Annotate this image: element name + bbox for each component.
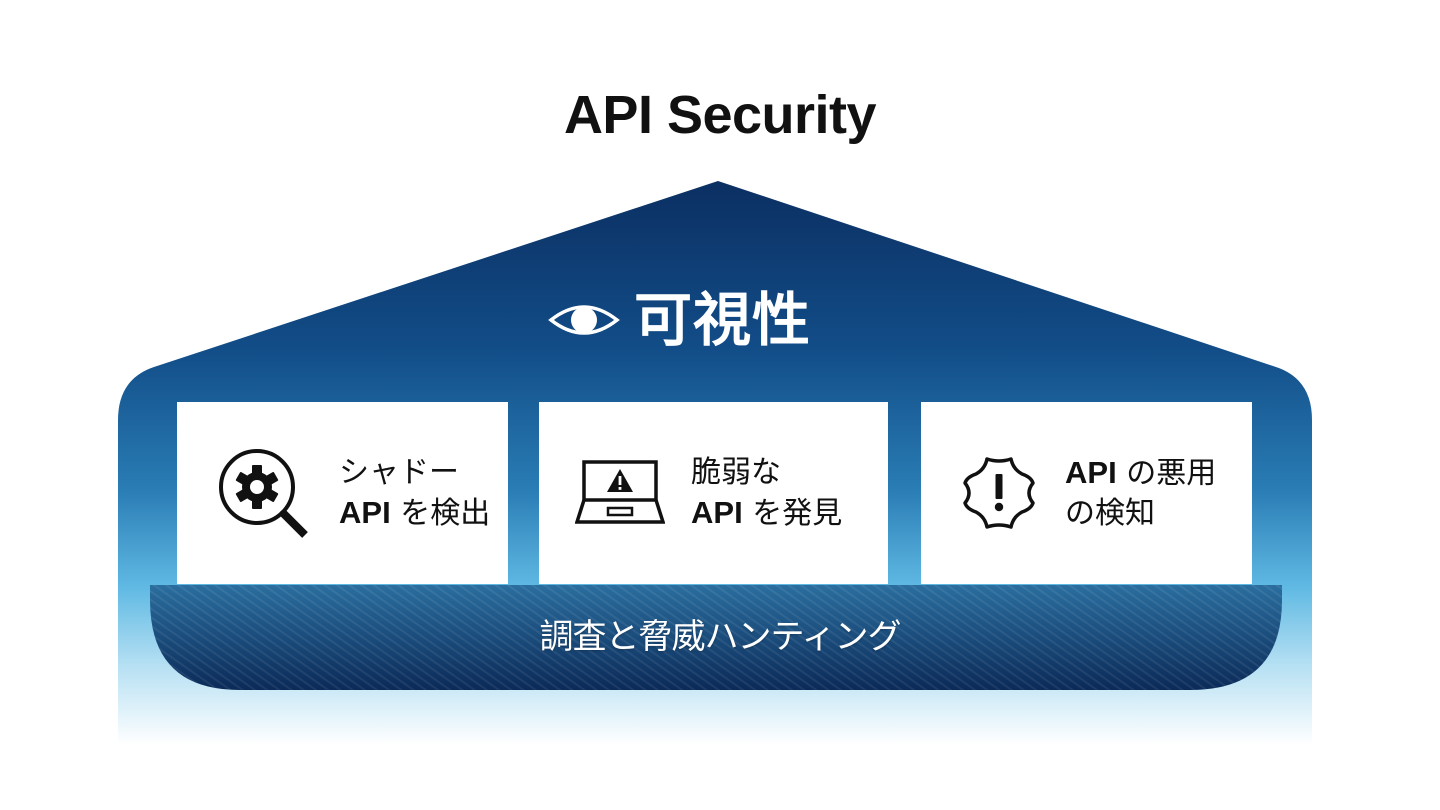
card-1-text: シャドー API を検出 [339,453,490,534]
card-3-line-1-rest: の悪用 [1116,455,1217,491]
card-2-text: 脆弱な API を発見 [691,453,842,534]
threat-hunting-label: 調査と脅威ハンティング [539,617,902,657]
card-2-line-1: 脆弱な [691,454,781,490]
visibility-label: 可視性 [634,286,812,354]
card-vulnerable-api-discovery: 脆弱な API を発見 [539,402,888,584]
card-2-line-2-rest: を発見 [742,495,843,531]
visibility-heading: 可視性 [548,283,811,357]
card-1-line-1: シャドー [339,454,459,490]
badge-alert-icon [963,457,1035,529]
card-1-line-2-rest: を検出 [390,495,491,531]
card-3-line-2: の検知 [1065,495,1155,531]
house-base-stripes [150,585,1282,690]
card-3-line-1: API の悪用 [1065,453,1216,494]
eye-icon [548,305,620,335]
magnifier-gear-icon [219,449,308,538]
card-3-api: API [1065,454,1117,490]
diagram-title: API Security [563,85,877,145]
laptop-warning-icon [575,460,665,524]
card-2-api: API [691,494,743,530]
card-3-text: API の悪用 の検知 [1065,453,1216,534]
card-2-line-2: API を発見 [691,493,842,534]
card-shadow-api-detection: シャドー API を検出 [177,402,508,584]
card-1-api: API [339,494,391,530]
card-1-line-2: API を検出 [339,493,490,534]
card-api-abuse-detection: API の悪用 の検知 [921,402,1252,584]
